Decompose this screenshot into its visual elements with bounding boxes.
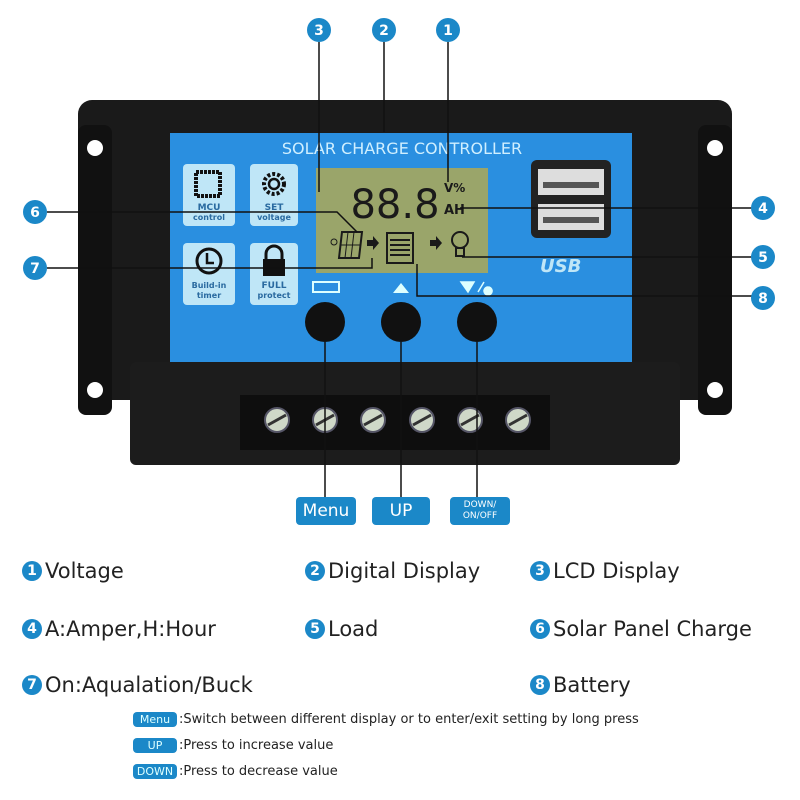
- note-up: UP:Press to increase value: [133, 738, 333, 753]
- tile-full-protect: FULL protect: [250, 243, 298, 305]
- menu-icon: [312, 281, 340, 293]
- lcd-unit-bottom: AH: [444, 203, 465, 218]
- tile-set-voltage: SET voltage: [250, 164, 298, 226]
- controller-diagram: SOLAR CHARGE CONTROLLER MCU control SET …: [23, 18, 775, 497]
- panel-title: SOLAR CHARGE CONTROLLER: [282, 139, 522, 158]
- svg-text:timer: timer: [197, 291, 221, 300]
- up-triangle-icon: [393, 283, 409, 293]
- callout-4: 4: [751, 196, 775, 220]
- svg-text:2: 2: [379, 23, 389, 39]
- up-button[interactable]: [381, 302, 421, 342]
- svg-text:7: 7: [30, 261, 40, 277]
- terminal-screw: [457, 407, 483, 433]
- terminal-screw: [264, 407, 290, 433]
- usb-label: USB: [540, 256, 581, 277]
- menu-label: Menu: [296, 497, 356, 525]
- callout-2: 2: [372, 18, 396, 42]
- note-down: DOWN:Press to decrease value: [133, 764, 338, 779]
- svg-text:8: 8: [758, 291, 768, 307]
- usb-ports: [531, 160, 611, 238]
- svg-text:voltage: voltage: [257, 213, 291, 222]
- terminal-screw: [360, 407, 386, 433]
- note-menu: Menu:Switch between different display or…: [133, 712, 639, 727]
- svg-text:1: 1: [443, 23, 453, 39]
- svg-text:Build-in: Build-in: [192, 281, 227, 290]
- callout-1: 1: [436, 18, 460, 42]
- svg-text:MCU: MCU: [198, 203, 221, 213]
- down-label-line1: DOWN/: [463, 500, 497, 510]
- callout-8: 8: [751, 286, 775, 310]
- down-button[interactable]: [457, 302, 497, 342]
- mounting-hole: [87, 140, 103, 156]
- terminal-screw: [505, 407, 531, 433]
- svg-text:4: 4: [758, 201, 768, 217]
- down-power-icon: [459, 281, 493, 296]
- tile-mcu-control: MCU control: [183, 164, 235, 226]
- terminal-screw: [409, 407, 435, 433]
- svg-text:SET: SET: [265, 203, 285, 213]
- svg-text:protect: protect: [258, 291, 291, 300]
- arrow-icon: [430, 236, 442, 250]
- down-label: DOWN/ ON/OFF: [450, 497, 510, 525]
- callout-3: 3: [307, 18, 331, 42]
- callout-5: 5: [751, 245, 775, 269]
- mounting-hole: [87, 382, 103, 398]
- chip-icon: [194, 170, 222, 198]
- clock-icon: [195, 247, 223, 275]
- svg-text:6: 6: [30, 205, 40, 221]
- mounting-hole: [707, 140, 723, 156]
- tile-build-in-timer: Build-in timer: [183, 243, 235, 305]
- up-label: UP: [372, 497, 430, 525]
- menu-button[interactable]: [305, 302, 345, 342]
- arrow-icon: [367, 236, 379, 250]
- mounting-hole: [707, 382, 723, 398]
- svg-text:control: control: [193, 213, 225, 222]
- bulb-icon: [451, 231, 469, 257]
- lcd-digits: 88.8: [350, 182, 439, 228]
- gear-icon: [262, 172, 286, 196]
- solar-panel-icon: [330, 231, 364, 259]
- callout-lines: [47, 42, 752, 497]
- down-label-line2: ON/OFF: [462, 511, 498, 521]
- lcd-unit-top: V%: [444, 181, 465, 195]
- callout-7: 7: [23, 256, 47, 280]
- svg-text:FULL: FULL: [262, 281, 287, 291]
- svg-text:3: 3: [314, 23, 324, 39]
- svg-text:5: 5: [758, 250, 768, 266]
- battery-icon: [386, 232, 414, 264]
- callout-6: 6: [23, 200, 47, 224]
